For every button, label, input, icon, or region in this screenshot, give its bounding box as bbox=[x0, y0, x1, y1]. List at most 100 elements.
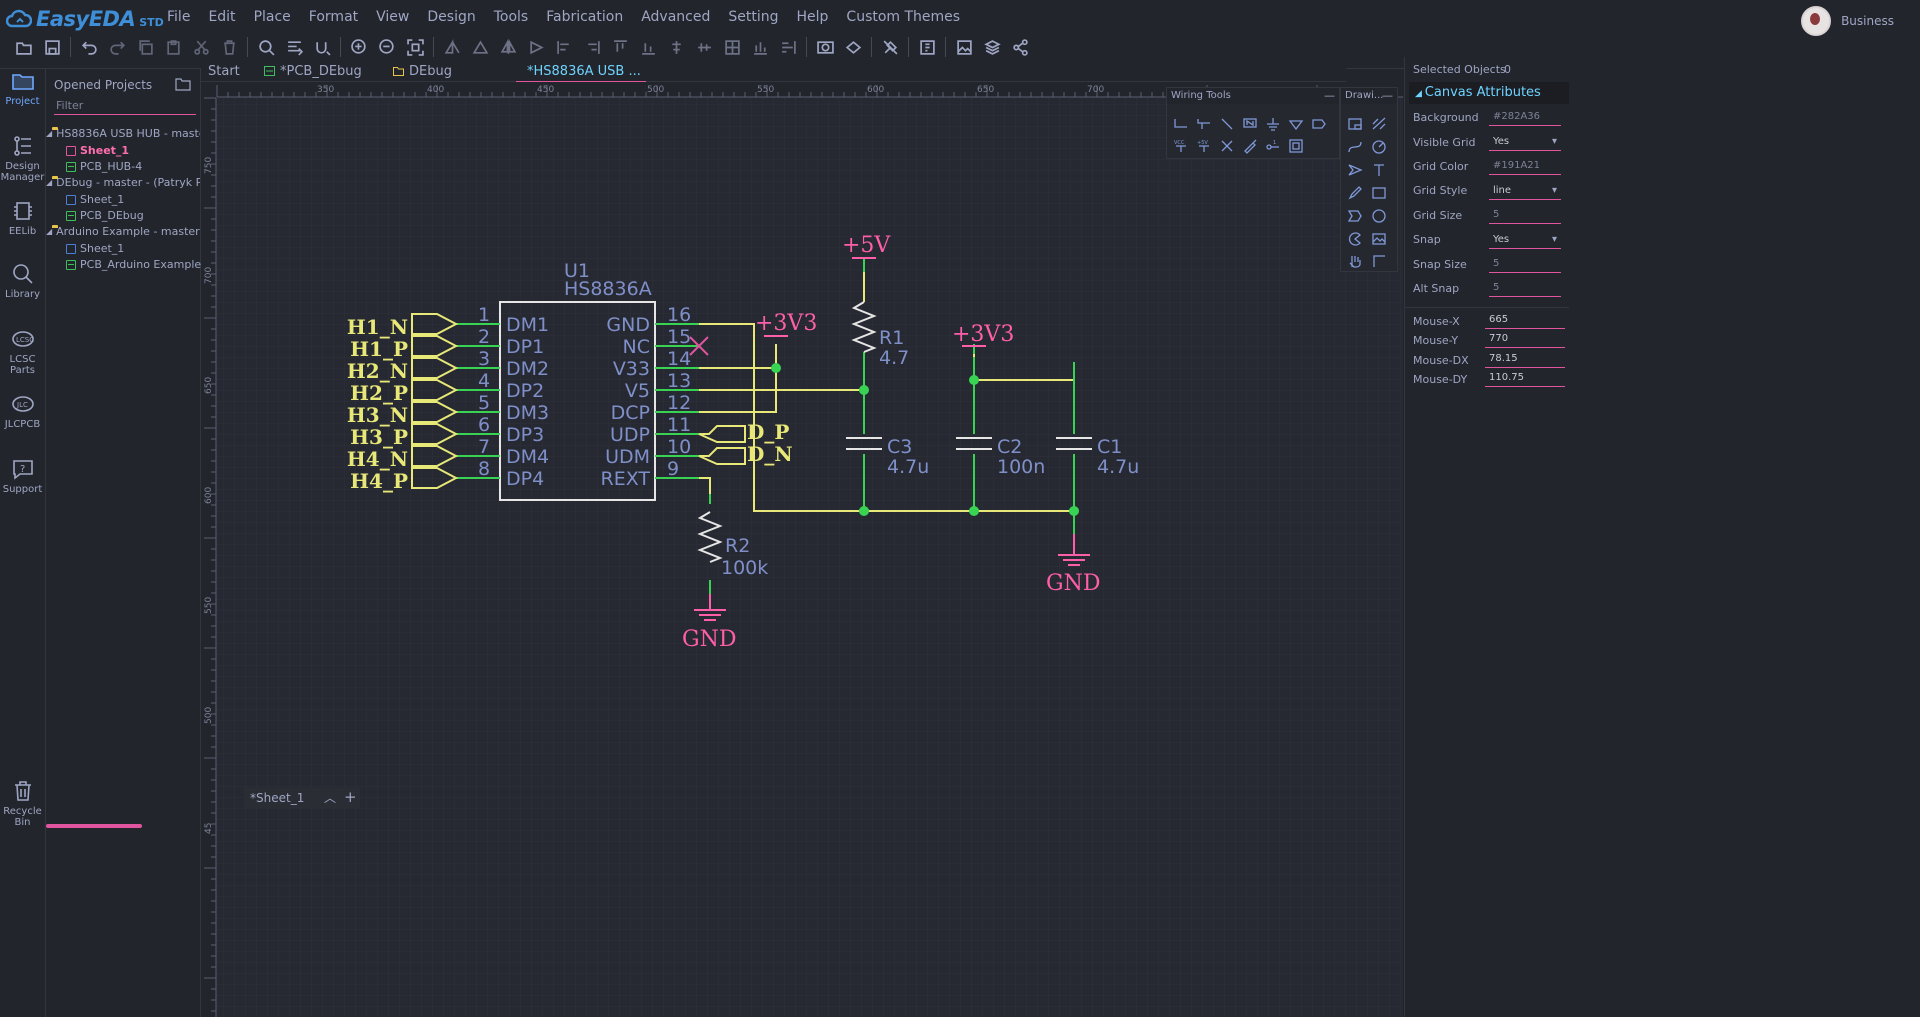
align-center-icon[interactable] bbox=[662, 36, 690, 58]
avatar[interactable] bbox=[1801, 6, 1832, 36]
gnd-label-a[interactable]: GND bbox=[682, 627, 736, 652]
menu-setting[interactable]: Setting bbox=[728, 9, 779, 25]
undo-icon[interactable] bbox=[75, 36, 103, 58]
snap-size-field[interactable]: 5 bbox=[1489, 255, 1561, 273]
project-filter-input[interactable] bbox=[54, 96, 196, 115]
user-name[interactable]: Business bbox=[1841, 14, 1894, 28]
grid-style-select[interactable]: line bbox=[1489, 182, 1561, 200]
chevron-up-icon[interactable]: ︿ bbox=[324, 791, 337, 805]
search-icon[interactable] bbox=[252, 36, 280, 58]
pie-tool-icon[interactable] bbox=[1345, 230, 1365, 248]
pan-hand-icon[interactable] bbox=[1345, 252, 1365, 270]
net-label-h4n[interactable]: H4_N bbox=[347, 447, 408, 471]
menu-view[interactable]: View bbox=[376, 9, 410, 25]
power-5v-label[interactable]: +5V bbox=[842, 233, 891, 258]
bus-tool-icon[interactable] bbox=[1194, 115, 1214, 133]
text-tool-icon[interactable] bbox=[1369, 161, 1389, 179]
project-tree-item[interactable]: ◢HS8836A USB HUB - master bbox=[46, 127, 200, 140]
arrowhead-tool-icon[interactable] bbox=[1345, 161, 1365, 179]
align-top-icon[interactable] bbox=[606, 36, 634, 58]
canvas-attributes-header[interactable]: ◢ Canvas Attributes bbox=[1409, 82, 1569, 104]
delete-icon[interactable] bbox=[215, 36, 243, 58]
u1-body[interactable] bbox=[499, 301, 656, 501]
gnd-tool-icon[interactable] bbox=[1263, 115, 1283, 133]
image-tool-icon[interactable] bbox=[1369, 230, 1389, 248]
c2-capacitor[interactable] bbox=[956, 437, 992, 450]
wire-tool-icon[interactable] bbox=[1171, 115, 1191, 133]
flip-horizontal-icon[interactable] bbox=[438, 36, 466, 58]
align-bottom-icon[interactable] bbox=[634, 36, 662, 58]
project-tree-item[interactable]: Sheet_1 bbox=[46, 242, 220, 255]
ellipse-tool-icon[interactable] bbox=[1369, 207, 1389, 225]
bezier-tool-icon[interactable] bbox=[1345, 138, 1365, 156]
menu-place[interactable]: Place bbox=[253, 9, 291, 25]
expand-triangle-icon[interactable]: ◢ bbox=[46, 129, 53, 138]
drawing-tools-panel[interactable]: Drawi... — bbox=[1340, 87, 1398, 272]
nav-lcsc-parts[interactable]: LCSC LCSC Parts bbox=[0, 327, 45, 376]
drc-icon[interactable] bbox=[876, 36, 904, 58]
nav-jlcpcb[interactable]: JLC JLCPCB bbox=[0, 392, 45, 430]
probe-tool-icon[interactable] bbox=[1240, 137, 1260, 155]
polygon-tool-icon[interactable] bbox=[1345, 207, 1365, 225]
no-connect-flag[interactable] bbox=[689, 336, 709, 356]
menu-fabrication[interactable]: Fabrication bbox=[546, 9, 624, 25]
menu-edit[interactable]: Edit bbox=[208, 9, 236, 25]
arc-tool-icon[interactable] bbox=[1369, 138, 1389, 156]
schematic-canvas[interactable]: 350 400 450 500 550 600 650 700 750 700 … bbox=[201, 82, 1403, 1017]
nav-support[interactable]: ? Support bbox=[0, 457, 45, 495]
share-icon[interactable] bbox=[1006, 36, 1034, 58]
grid-size-field[interactable]: 5 bbox=[1489, 206, 1561, 224]
minimize-icon[interactable]: — bbox=[1382, 89, 1393, 102]
unit-icon[interactable] bbox=[308, 36, 336, 58]
photo-icon[interactable] bbox=[811, 36, 839, 58]
project-tree-item[interactable]: PCB_DEbug bbox=[46, 209, 220, 222]
cut-icon[interactable] bbox=[187, 36, 215, 58]
project-tree-item[interactable]: Sheet_1 bbox=[46, 144, 220, 157]
netlist-icon[interactable] bbox=[280, 36, 308, 58]
visible-grid-select[interactable]: Yes bbox=[1489, 133, 1561, 151]
net-label-h4p[interactable]: H4_P bbox=[350, 469, 408, 493]
flip-vertical-icon[interactable] bbox=[466, 36, 494, 58]
menu-file[interactable]: File bbox=[167, 9, 191, 25]
c3-capacitor[interactable] bbox=[846, 437, 882, 450]
vcc-tool-icon[interactable]: VCC bbox=[1171, 137, 1191, 155]
rotate-icon[interactable] bbox=[522, 36, 550, 58]
plus5v-tool-icon[interactable]: +5V bbox=[1194, 137, 1214, 155]
menu-tools[interactable]: Tools bbox=[493, 9, 529, 25]
snap-select[interactable]: Yes bbox=[1489, 231, 1561, 249]
nav-project[interactable]: Project bbox=[0, 69, 45, 107]
minimize-icon[interactable]: — bbox=[1324, 89, 1335, 102]
paste-icon[interactable] bbox=[159, 36, 187, 58]
image-icon[interactable] bbox=[950, 36, 978, 58]
net-label-h3n[interactable]: H3_N bbox=[347, 403, 408, 427]
alt-snap-field[interactable]: 5 bbox=[1489, 279, 1561, 297]
align-middle-icon[interactable] bbox=[690, 36, 718, 58]
save-icon[interactable] bbox=[38, 36, 66, 58]
expand-triangle-icon[interactable]: ◢ bbox=[46, 227, 53, 236]
r1-resistor[interactable] bbox=[851, 301, 877, 353]
align-left-icon[interactable] bbox=[550, 36, 578, 58]
net-label-h2p[interactable]: H2_P bbox=[350, 381, 408, 405]
net-label-icon[interactable] bbox=[1240, 115, 1260, 133]
copy-icon[interactable] bbox=[131, 36, 159, 58]
menu-custom-themes[interactable]: Custom Themes bbox=[846, 9, 961, 25]
menu-help[interactable]: Help bbox=[796, 9, 829, 25]
net-label-h2n[interactable]: H2_N bbox=[347, 359, 408, 383]
bus-entry-icon[interactable] bbox=[1217, 115, 1237, 133]
menu-advanced[interactable]: Advanced bbox=[641, 9, 711, 25]
mirror-icon[interactable] bbox=[494, 36, 522, 58]
wiring-tools-panel[interactable]: Wiring Tools — VCC +5V 1 bbox=[1166, 87, 1340, 159]
polyline-tool-icon[interactable] bbox=[1369, 115, 1389, 133]
net-port-icon[interactable] bbox=[1309, 115, 1329, 133]
no-connect-tool-icon[interactable] bbox=[1217, 137, 1237, 155]
sheet-tab[interactable]: *Sheet_1 ︿ + bbox=[244, 788, 360, 808]
net-flag-icon[interactable] bbox=[1286, 115, 1306, 133]
